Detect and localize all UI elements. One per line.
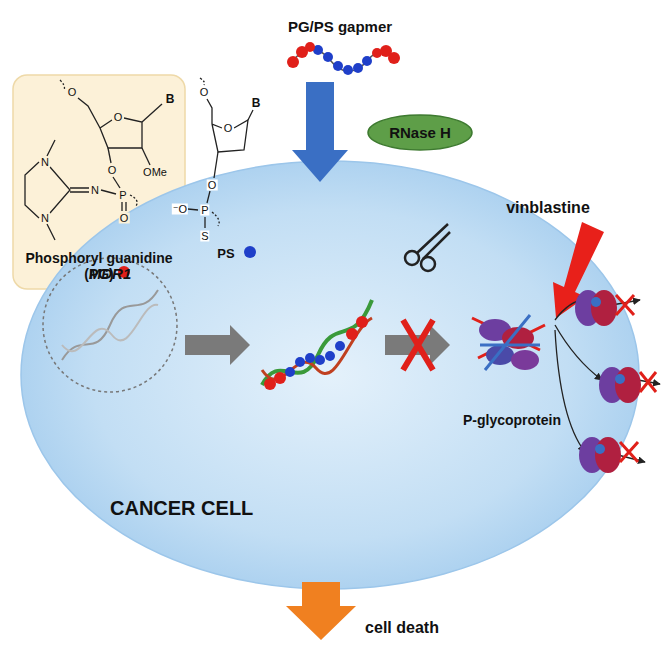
atom-label: O — [223, 123, 234, 134]
caption-label: PG/PS gapmer — [287, 19, 393, 34]
gapmer-strand — [287, 42, 400, 75]
atom-label: N — [40, 213, 50, 224]
caption-label: vinblastine — [505, 200, 591, 216]
node-outline — [20, 160, 640, 590]
atom-label: S — [200, 231, 209, 242]
atom-label: ⁻O — [172, 204, 188, 215]
atom-label: O — [67, 87, 78, 98]
atom-label: B — [251, 97, 262, 109]
outcome-arrow — [286, 582, 356, 640]
atom-label: B — [165, 93, 176, 105]
node-label: MDR1 — [89, 265, 132, 282]
enzyme-ellipse: RNase H — [367, 114, 473, 151]
atom-label: O — [107, 165, 118, 176]
cell-body: CANCER CELLMDR1RNase H — [20, 160, 640, 590]
caption-label: P-glycoprotein — [462, 413, 562, 427]
atom-label: O — [207, 180, 218, 191]
structure-panel: Phosphoryl guanidine (PG) — [12, 74, 186, 290]
caption-label: cell death — [364, 620, 440, 636]
atom-label: O — [113, 112, 124, 123]
atom-label: N — [90, 185, 100, 196]
atom-label: OMe — [142, 167, 168, 178]
atom-label: N — [40, 157, 50, 168]
atom-label: O — [119, 213, 130, 224]
node-label: RNase H — [389, 124, 451, 141]
ps-dot — [244, 246, 256, 258]
atom-label: O — [199, 87, 210, 98]
node-label: CANCER CELL — [110, 497, 253, 520]
atom-label: P — [200, 205, 209, 216]
atom-label: P — [118, 190, 127, 201]
caption-label: PS — [216, 247, 235, 260]
gene-circle: MDR1 — [42, 257, 178, 393]
